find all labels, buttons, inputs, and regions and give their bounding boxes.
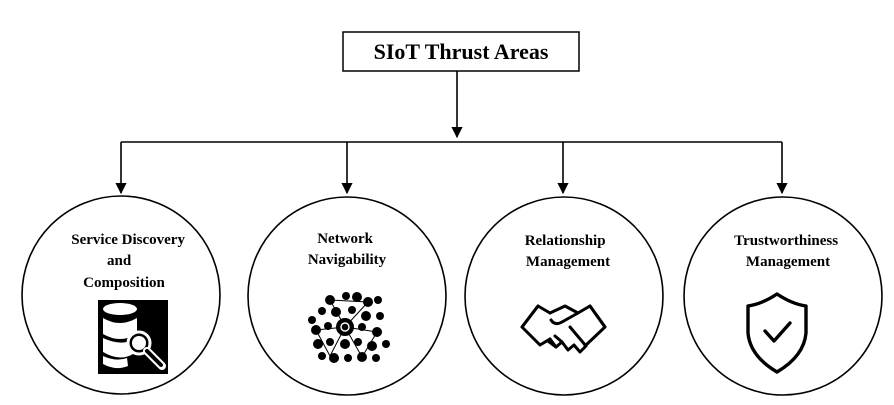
database-search-icon: [98, 300, 168, 374]
area-label: Service Discovery and Composition: [71, 232, 188, 291]
title-box: SIoT Thrust Areas: [342, 31, 580, 72]
area-circle: [21, 195, 221, 395]
network-cluster-icon: [308, 292, 390, 363]
area-service-discovery: Service Discovery and Composition: [21, 195, 221, 395]
area-label: Relationship Management: [525, 233, 610, 270]
diagram-title: SIoT Thrust Areas: [374, 39, 549, 64]
area-label: Trustworthiness Management: [734, 233, 842, 270]
shield-check-icon: [746, 292, 808, 374]
connectors: [115, 71, 788, 195]
area-network-navigability: Network Navigability: [247, 196, 447, 396]
area-trustworthiness-management: Trustworthiness Management: [683, 196, 883, 396]
handshake-icon: [520, 304, 607, 354]
area-circle: [464, 196, 664, 396]
area-relationship-management: Relationship Management: [464, 196, 664, 396]
area-label: Network Navigability: [308, 231, 387, 268]
